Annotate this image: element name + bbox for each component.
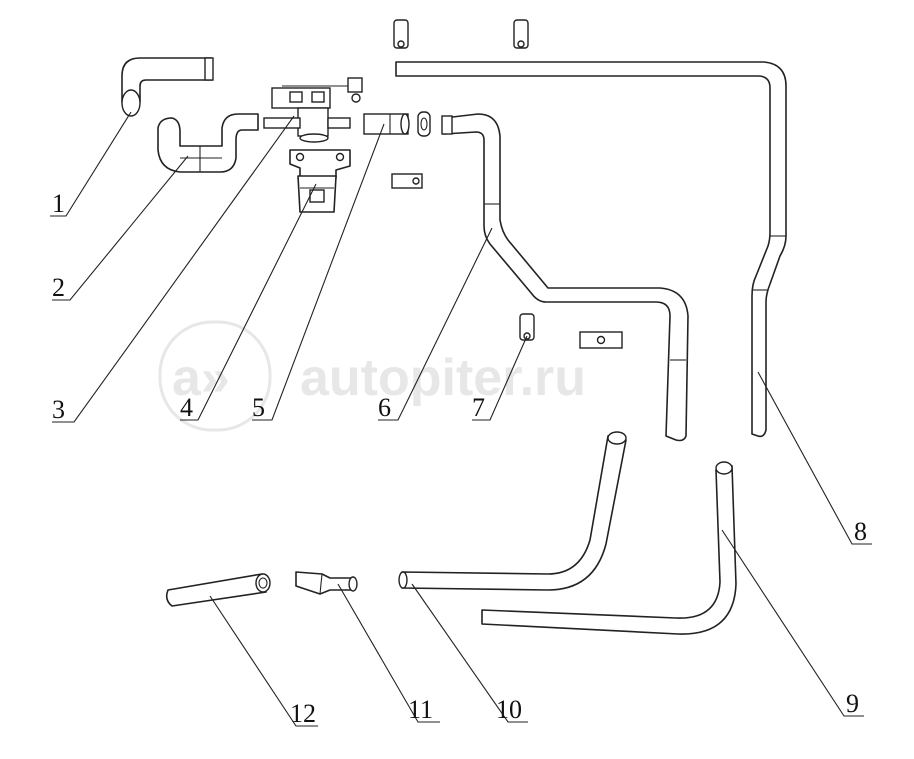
part-4-bracket [289, 149, 351, 213]
callout-7: 7 [472, 393, 485, 422]
small-nut [391, 173, 423, 189]
part-9-curved-hose [481, 461, 737, 635]
part-6-bent-pipe [441, 113, 689, 442]
part-5-connector [363, 113, 410, 135]
callout-3: 3 [52, 395, 65, 424]
watermark-text: autopiter.ru [300, 349, 586, 407]
callout-6: 6 [378, 393, 391, 422]
top-plugs [393, 19, 529, 49]
part-10-curved-hose [398, 431, 627, 591]
callout-4: 4 [180, 393, 193, 422]
callout-8: 8 [854, 517, 867, 546]
callout-5: 5 [252, 393, 265, 422]
small-clamp [417, 111, 431, 137]
callout-11: 11 [408, 695, 433, 724]
part-11-connector [295, 571, 358, 595]
part-7-fittings [519, 313, 623, 349]
leader-lines [50, 111, 872, 727]
part-12-straight-hose [165, 573, 271, 607]
callout-2: 2 [52, 273, 65, 302]
part-1-elbow-hose [121, 57, 214, 117]
part-8-long-pipe [395, 61, 787, 438]
callout-9: 9 [846, 689, 859, 718]
part-2-s-hose [157, 113, 259, 173]
callout-labels: 1 2 3 4 5 6 7 8 9 10 11 12 [52, 189, 867, 728]
callout-10: 10 [496, 695, 522, 724]
watermark-logo-glyph: a» [172, 349, 230, 407]
part-3-valve-assembly [263, 77, 363, 143]
watermark: a» autopiter.ru [158, 320, 586, 432]
callout-12: 12 [290, 699, 316, 728]
watermark-logo-frame [158, 320, 272, 432]
callout-1: 1 [52, 189, 65, 218]
